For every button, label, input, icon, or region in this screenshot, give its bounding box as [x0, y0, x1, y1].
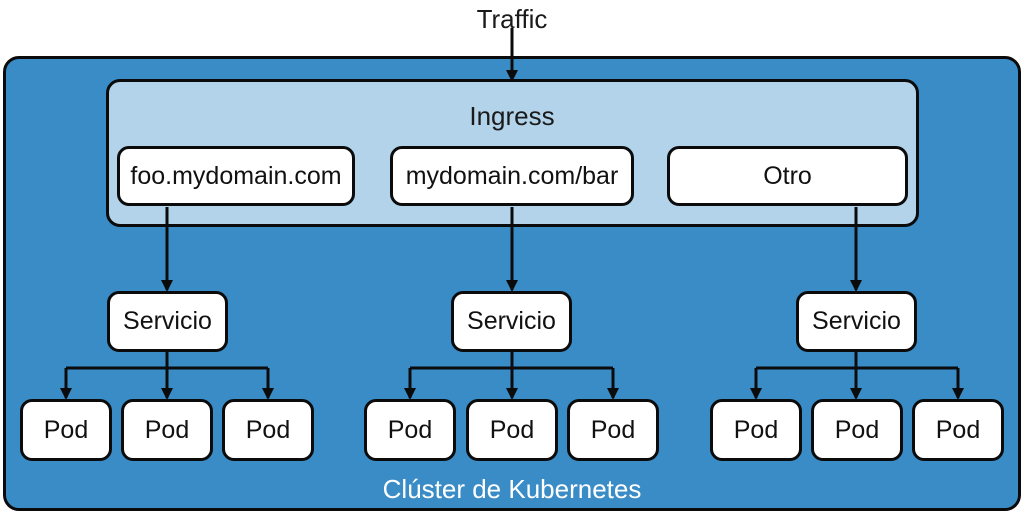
- cluster-label: Clúster de Kubernetes: [382, 474, 642, 504]
- pod-box: Pod: [710, 399, 802, 461]
- ingress-rule-label: mydomain.com/bar: [405, 161, 619, 190]
- ingress-rule-label: foo.mydomain.com: [130, 161, 342, 190]
- service-label: Servicio: [812, 307, 901, 335]
- pod-box: Pod: [364, 399, 456, 461]
- ingress-rule-foo-mydomain: foo.mydomain.com: [117, 146, 355, 206]
- pod-label: Pod: [935, 415, 981, 444]
- pod-box: Pod: [811, 399, 903, 461]
- traffic-label: Traffic: [476, 4, 548, 34]
- pod-box: Pod: [567, 399, 659, 461]
- pod-label: Pod: [245, 415, 291, 444]
- service-label: Servicio: [467, 307, 556, 335]
- pod-box: Pod: [466, 399, 558, 461]
- pod-label: Pod: [489, 415, 535, 444]
- service-label: Servicio: [123, 307, 212, 335]
- ingress-rule-label: Otro: [763, 161, 812, 190]
- pod-label: Pod: [590, 415, 636, 444]
- service-box-3: Servicio: [796, 291, 917, 352]
- service-box-1: Servicio: [107, 291, 228, 352]
- pod-label: Pod: [834, 415, 880, 444]
- pod-box: Pod: [222, 399, 314, 461]
- pod-label: Pod: [43, 415, 89, 444]
- ingress-rule-otro: Otro: [667, 146, 908, 206]
- pod-box: Pod: [121, 399, 213, 461]
- service-box-2: Servicio: [451, 291, 572, 352]
- pod-box: Pod: [912, 399, 1004, 461]
- pod-label: Pod: [144, 415, 190, 444]
- ingress-title: Ingress: [469, 101, 555, 131]
- pod-label: Pod: [733, 415, 779, 444]
- pod-box: Pod: [20, 399, 112, 461]
- pod-label: Pod: [387, 415, 433, 444]
- ingress-rule-mydomain-bar: mydomain.com/bar: [390, 146, 634, 206]
